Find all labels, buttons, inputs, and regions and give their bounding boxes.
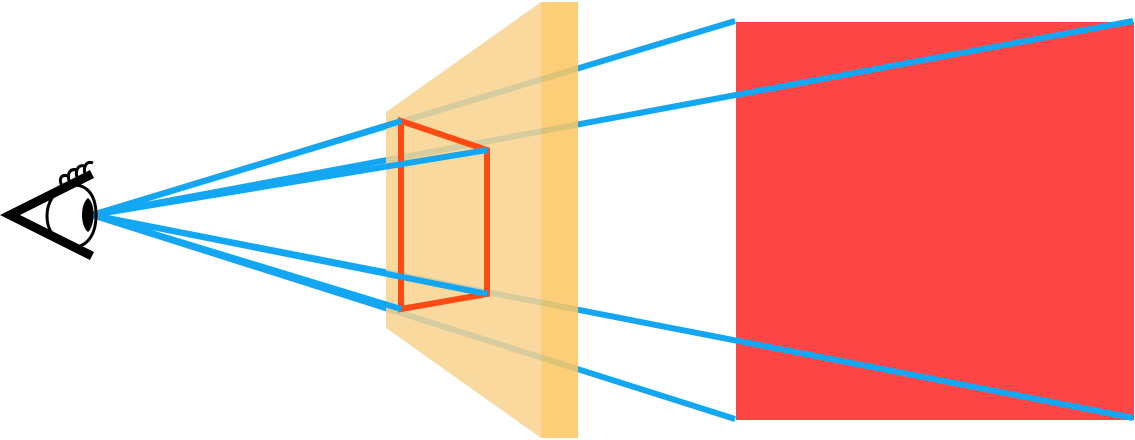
image-plane-face xyxy=(386,2,541,438)
image-plane xyxy=(386,2,578,438)
eye-lash-1 xyxy=(58,174,69,187)
sight-ray-near-bottom-left xyxy=(91,212,402,312)
sight-ray-near-top-right xyxy=(91,147,488,218)
sight-rays-near xyxy=(91,118,488,312)
eye-lash-3 xyxy=(74,164,86,181)
eye-lash-4 xyxy=(82,160,94,178)
sight-ray-near-bottom-right xyxy=(91,212,488,297)
eye-lash-2 xyxy=(66,168,78,184)
eye-icon xyxy=(0,160,98,261)
eye-pupil xyxy=(82,198,94,232)
sight-ray-top-right xyxy=(91,18,1134,218)
sight-ray-near-top-left xyxy=(91,118,402,218)
image-plane-edge xyxy=(541,2,578,438)
eye-ball xyxy=(45,183,98,249)
